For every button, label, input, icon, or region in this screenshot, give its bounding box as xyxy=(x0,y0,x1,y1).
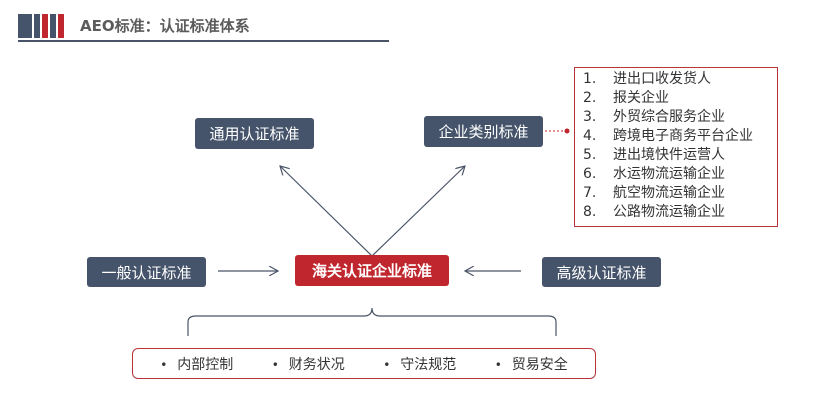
bottom-brace xyxy=(187,307,557,336)
category-cert-node: 企业类别标准 xyxy=(424,116,543,147)
criteria-item: •贸易安全 xyxy=(494,356,568,373)
list-item: 8.公路物流运输企业 xyxy=(583,204,725,220)
list-item: 6.水运物流运输企业 xyxy=(583,166,725,182)
arrow-to-general xyxy=(280,166,373,257)
enterprise-category-list: 1.进出口收发货人 2.报关企业 3.外贸综合服务企业 4.跨境电子商务平台企业… xyxy=(574,67,778,227)
header-bar-5 xyxy=(58,14,64,38)
header-divider xyxy=(18,40,389,42)
customs-cert-center-node: 海关认证企业标准 xyxy=(295,255,449,286)
slide-header: AEO标准：认证标准体系 xyxy=(0,0,815,50)
header-bar-1 xyxy=(18,14,32,38)
connector-dot xyxy=(564,128,570,134)
criteria-item: •守法规范 xyxy=(383,356,457,373)
header-bar-2 xyxy=(34,14,40,38)
basic-cert-node: 一般认证标准 xyxy=(87,257,206,287)
list-item: 5.进出境快件运营人 xyxy=(583,147,725,163)
list-item: 4.跨境电子商务平台企业 xyxy=(583,128,753,144)
list-item: 1.进出口收发货人 xyxy=(583,71,711,87)
advanced-cert-node: 高级认证标准 xyxy=(542,257,661,287)
list-item: 3.外贸综合服务企业 xyxy=(583,109,725,125)
criteria-item: •财务状况 xyxy=(271,356,345,373)
general-cert-node: 通用认证标准 xyxy=(195,118,314,149)
header-bar-3 xyxy=(42,14,48,38)
arrow-to-category xyxy=(371,166,465,257)
header-bar-4 xyxy=(50,14,56,38)
criteria-item: •内部控制 xyxy=(160,356,234,373)
list-item: 7.航空物流运输企业 xyxy=(583,185,725,201)
standard-criteria-box: •内部控制 •财务状况 •守法规范 •贸易安全 xyxy=(132,348,596,379)
page-title: AEO标准：认证标准体系 xyxy=(80,17,250,35)
list-item: 2.报关企业 xyxy=(583,90,669,106)
